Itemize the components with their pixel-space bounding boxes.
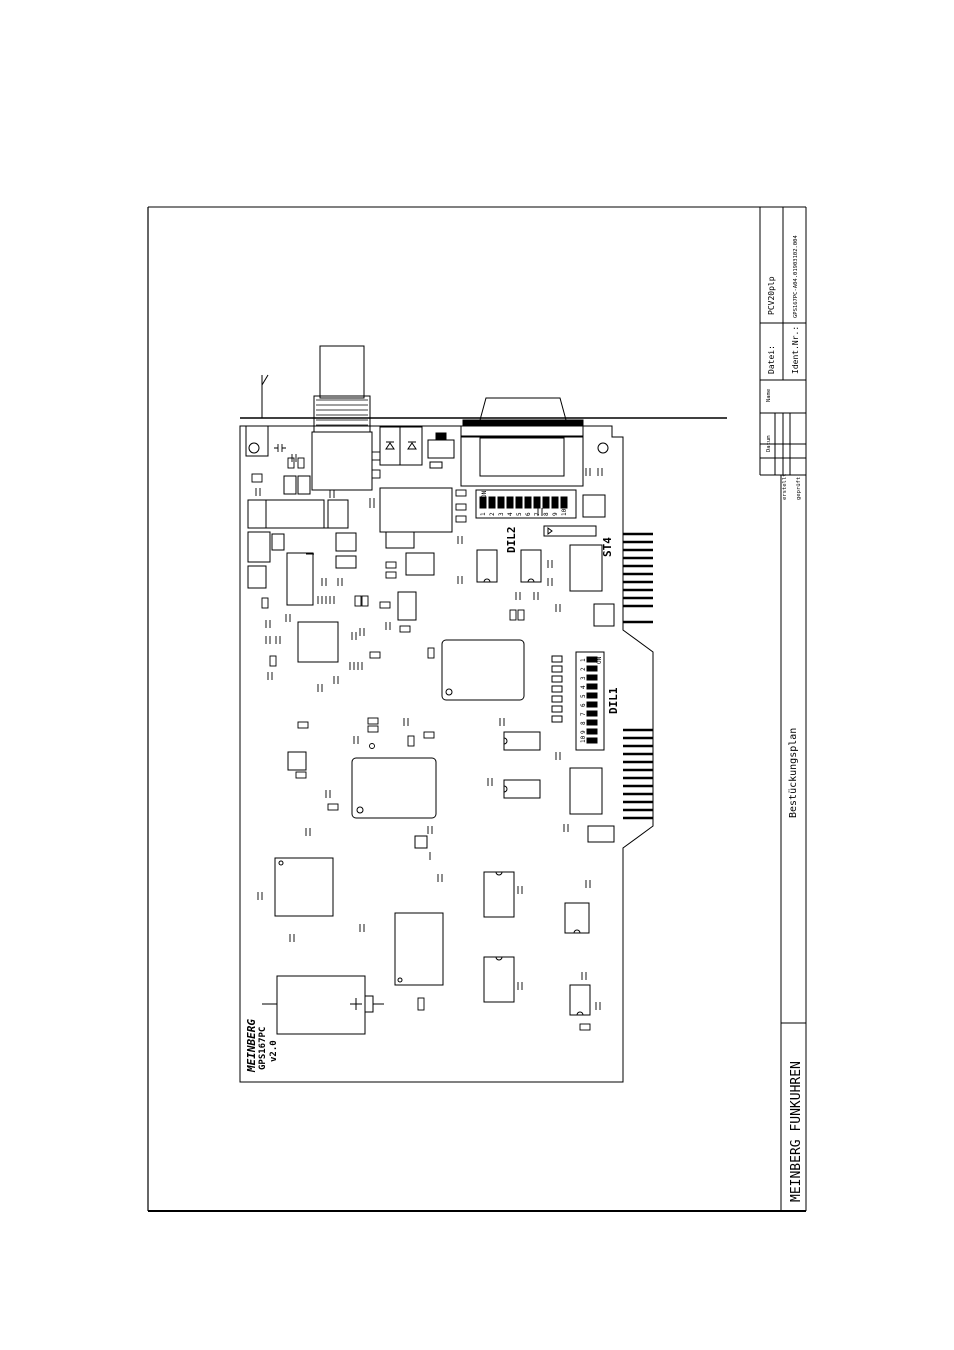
board-model: GPS167PC (258, 1027, 268, 1070)
dil1-position-numbers: 1 2 3 4 5 6 7 8 910 (580, 658, 587, 743)
dip-position-number: 7 (534, 512, 541, 516)
dsub-connector (460, 397, 584, 487)
passives (251, 444, 603, 1031)
dip-position-number: 2 (580, 667, 587, 671)
board-version: v2.0 (269, 1040, 279, 1062)
dip-position-number: 9 (580, 730, 587, 734)
st4-header (543, 494, 606, 537)
dip-position-number: 1 (580, 658, 587, 662)
dil1-label: DIL1 (607, 687, 620, 714)
dip-position-number: 9 (552, 512, 559, 516)
title-name-label: Name (766, 389, 772, 402)
title-erstellt-label: erstellt (782, 474, 788, 501)
edge-fingers-lower (623, 728, 653, 820)
dip-position-number: 8 (580, 721, 587, 725)
dip-position-number: 6 (525, 512, 532, 516)
drawing-frame (147, 206, 807, 1212)
board-outline (239, 374, 727, 1083)
dip-position-number: 6 (580, 703, 587, 707)
dip-position-number: 7 (580, 712, 587, 716)
led-block (379, 426, 423, 466)
title-company: MEINBERG FUNKUHREN (789, 1061, 804, 1202)
title-drawing-type: Bestückungsplan (788, 728, 799, 818)
dip-position-number: 5 (580, 694, 587, 698)
st4-label: ST4 (601, 537, 614, 557)
title-ident-value: GPS167PC-A04.01903102.004 (793, 235, 799, 318)
dil1-on-label: ON (596, 656, 603, 664)
title-ident-label: Ident.Nr.: (791, 326, 800, 374)
dil2-switch (475, 489, 577, 519)
dip-position-number: 2 (489, 512, 496, 516)
dip-position-number: 10 (580, 735, 587, 743)
dip-ics (287, 544, 603, 1016)
dip-position-number: 5 (516, 512, 523, 516)
misc-parts (247, 475, 615, 1035)
dil1-switch (551, 651, 605, 751)
dip-position-number: 4 (507, 512, 514, 516)
edge-fingers-upper (623, 532, 653, 624)
dip-position-number: 1 (480, 512, 487, 516)
dip-position-number: 10 (561, 508, 568, 516)
dil2-on-label: ON (481, 490, 488, 498)
dip-position-number: 8 (543, 512, 550, 516)
bnc-connector (311, 345, 373, 491)
dip-position-number: 4 (580, 685, 587, 689)
dip-position-number: 3 (580, 676, 587, 680)
dip-position-number: 3 (498, 512, 505, 516)
title-file-value: PCV20plp (767, 276, 776, 315)
large-ics (274, 487, 525, 986)
board-logo: MEINBERG (245, 1019, 258, 1073)
title-geprueft-label: geprüft (796, 477, 802, 500)
push-button (427, 432, 455, 469)
title-block (760, 207, 806, 1211)
title-datum-label: Datum (766, 435, 772, 452)
dil2-label: DIL2 (505, 527, 518, 554)
title-file-label: Datei: (767, 345, 776, 374)
